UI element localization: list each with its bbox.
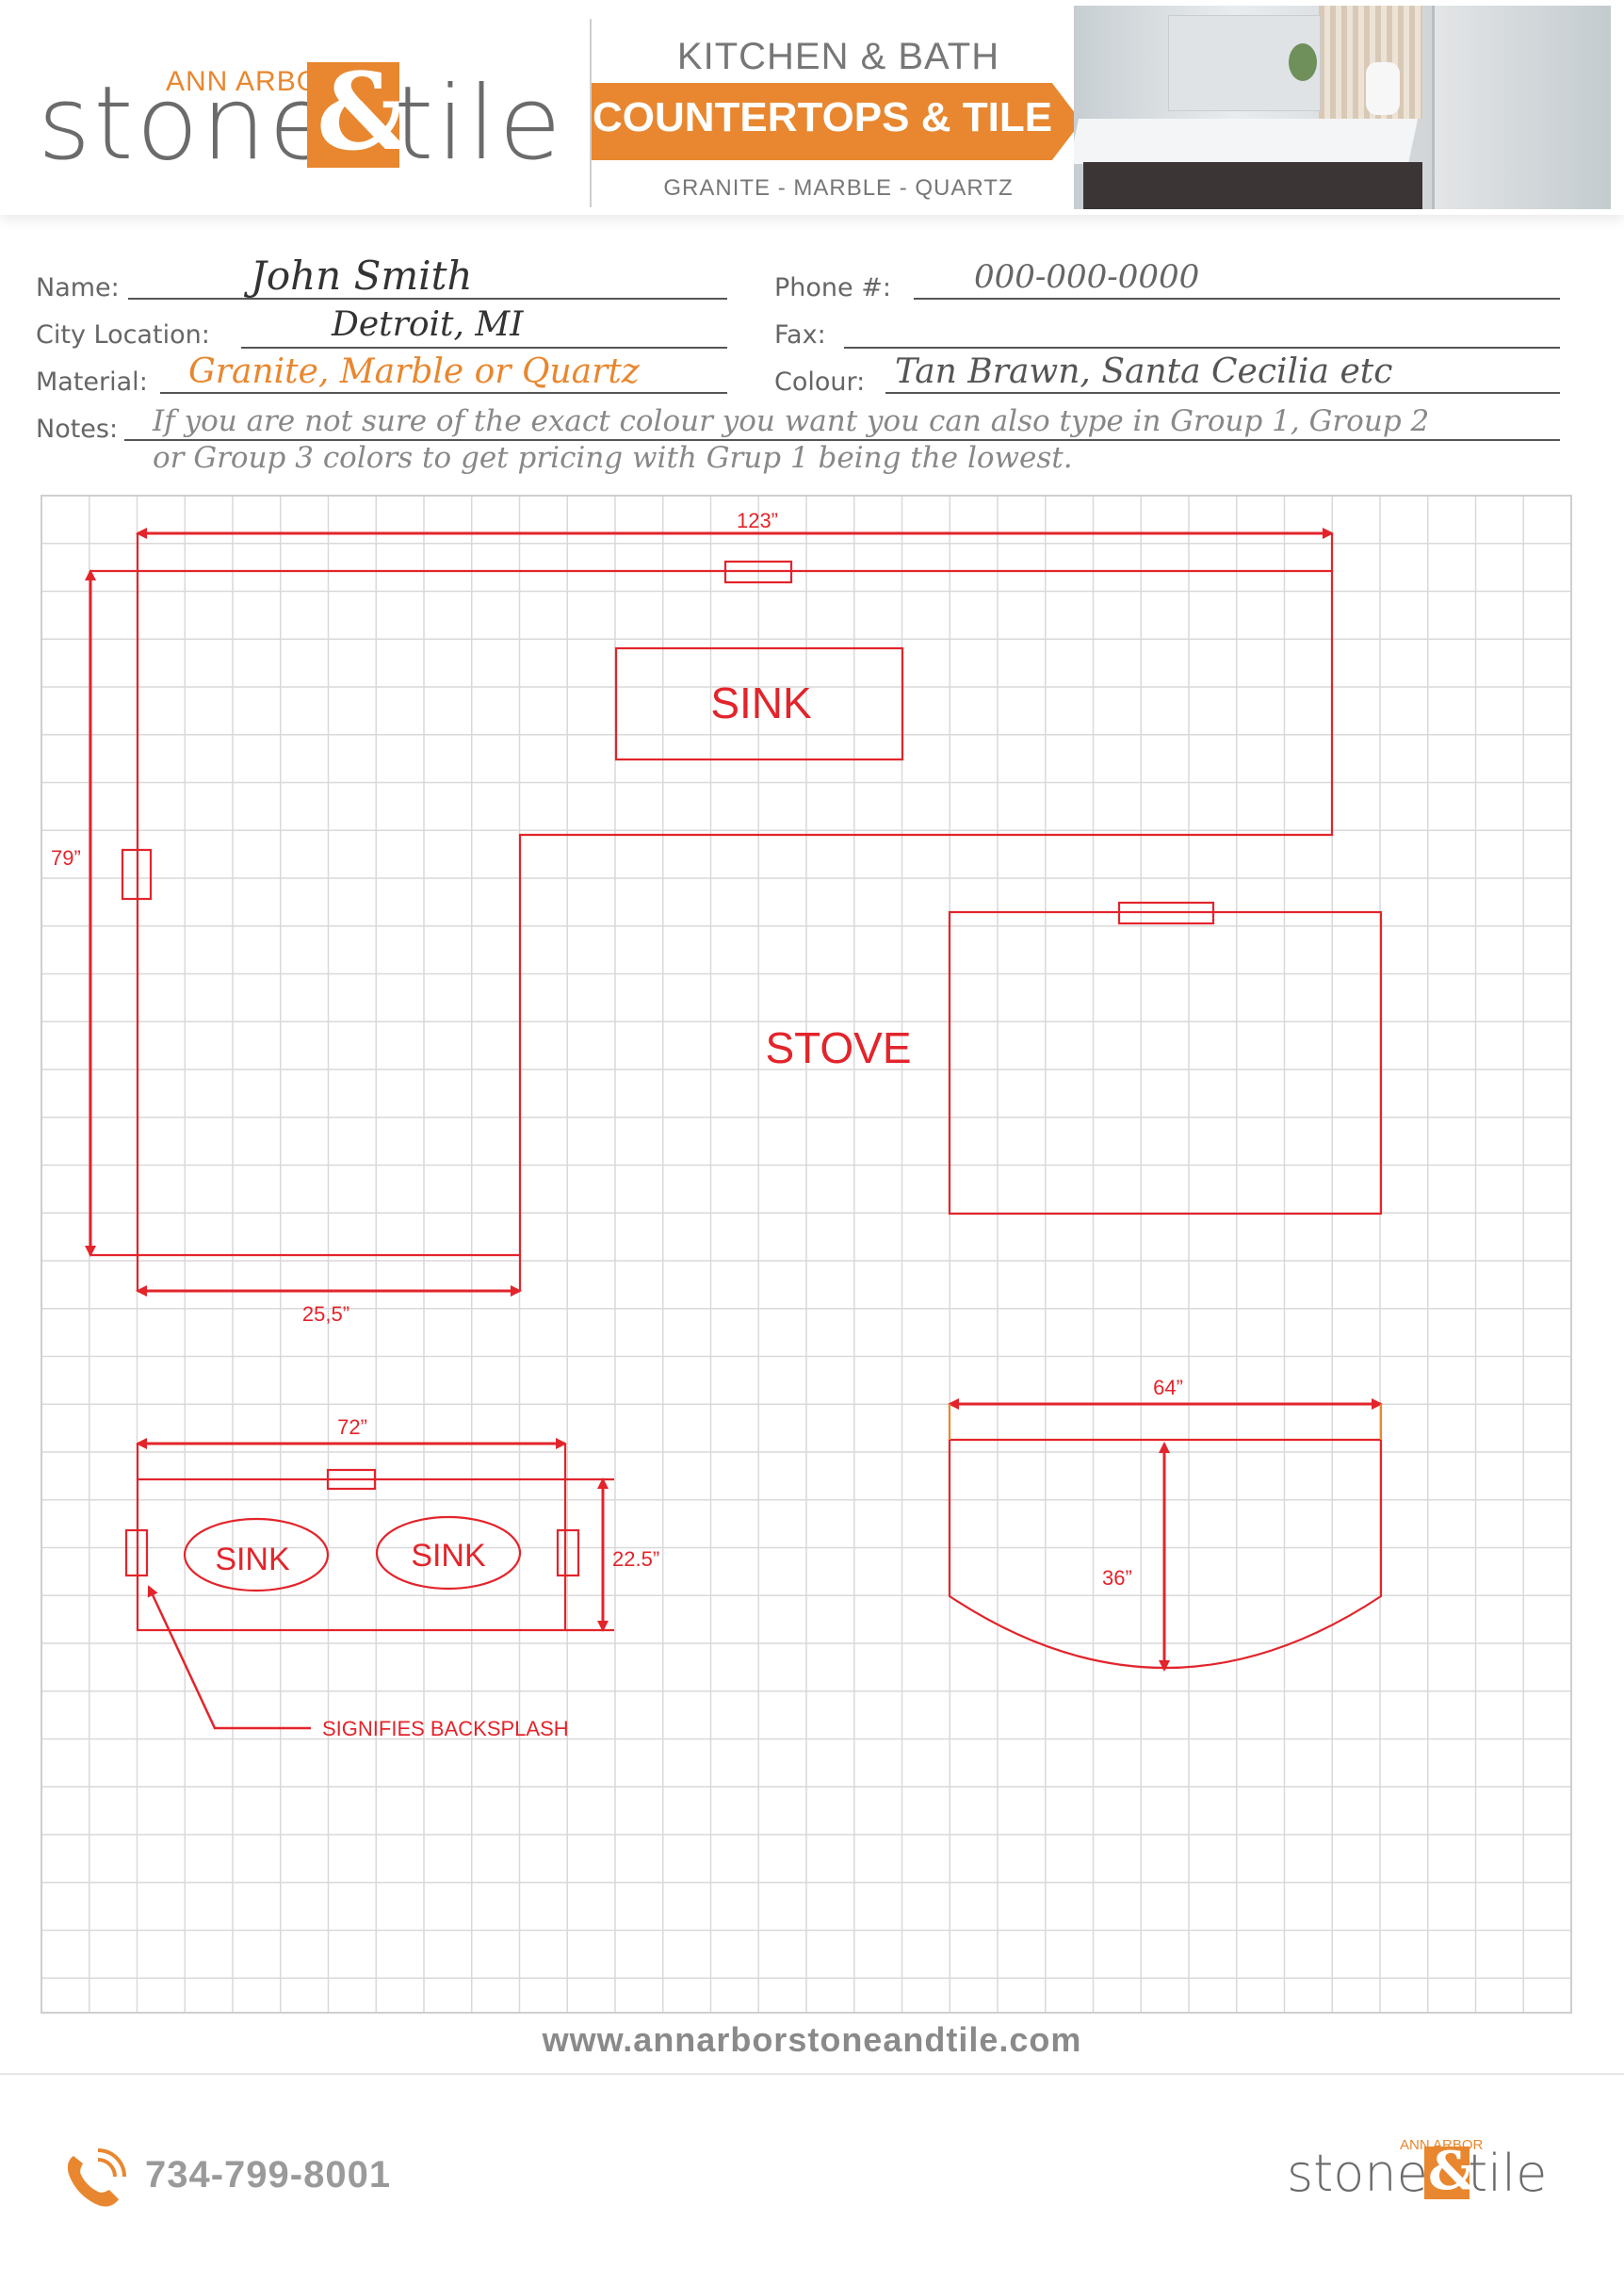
- backsplash-marker: [121, 848, 153, 901]
- page-header: ANN ARBOR stone & tile KITCHEN & BATH CO…: [0, 0, 1624, 215]
- notes-line-2: or Group 3 colors to get pricing with Gr…: [153, 441, 1073, 475]
- backsplash-marker: [326, 1468, 377, 1491]
- vanity-sink-1-label: SINK: [215, 1542, 290, 1577]
- material-field-line[interactable]: [160, 392, 727, 394]
- stove-box: [948, 910, 1383, 1216]
- sink-box: [614, 646, 904, 761]
- phone-icon: [67, 2148, 126, 2207]
- footer-logo-amp: &: [1428, 2140, 1476, 2202]
- header-banner-text: COUNTERTOPS & TILE: [592, 94, 1053, 140]
- photo-shower-glass: [1432, 6, 1611, 209]
- footer-logo-stone: stone: [1287, 2144, 1428, 2203]
- logo-stone: stone: [38, 65, 334, 183]
- header-banner-band: [592, 83, 1081, 160]
- logo-tile: tile: [394, 65, 564, 183]
- phone-label: Phone #:: [774, 273, 891, 302]
- header-title: KITCHEN & BATH: [676, 36, 1000, 77]
- grid-border: [41, 495, 1572, 2014]
- height-dimension-label: 79”: [51, 846, 81, 870]
- logo-amp: &: [317, 51, 413, 174]
- footer-logo-tile: tile: [1468, 2144, 1548, 2203]
- photo-toilet: [1366, 62, 1400, 115]
- name-field-line[interactable]: [128, 298, 727, 300]
- stove-drawing: [948, 901, 1383, 1216]
- backsplash-note: SIGNIFIES BACKSPLASH: [322, 1717, 569, 1740]
- backsplash-marker: [1117, 901, 1215, 925]
- vanity-width-label: 72”: [337, 1415, 367, 1439]
- phone-field-line[interactable]: [914, 298, 1560, 300]
- header-subtitle: GRANITE - MARBLE - QUARTZ: [663, 175, 1014, 201]
- l-shape-drawing: [85, 528, 1334, 1297]
- notes-value[interactable]: If you are not sure of the exact colour …: [153, 403, 1566, 477]
- graph-grid: [41, 495, 1572, 2013]
- notes-line-1: If you are not sure of the exact colour …: [153, 404, 1430, 438]
- stove-label: STOVE: [765, 1023, 911, 1072]
- photo-plant: [1289, 43, 1317, 81]
- city-label: City Location:: [36, 320, 210, 350]
- vanity-sink-2-label: SINK: [411, 1538, 486, 1574]
- half-round-outline: [948, 1438, 1383, 1669]
- notes-label: Notes:: [36, 415, 119, 444]
- width-dimension-label: 123”: [737, 509, 778, 532]
- sink-label: SINK: [710, 678, 812, 727]
- footer-logo: ANN ARBOR stone & tile: [1283, 2133, 1566, 2218]
- vanity-depth-label: 22.5”: [612, 1547, 659, 1571]
- fax-label: Fax:: [774, 320, 826, 350]
- fax-field-line[interactable]: [844, 347, 1560, 349]
- vanity-sink-2: [375, 1515, 522, 1591]
- leg-dimension-label: 25,5”: [302, 1302, 349, 1326]
- bathroom-photo: [1074, 6, 1611, 209]
- material-label: Material:: [36, 367, 148, 397]
- backsplash-marker: [124, 1528, 149, 1577]
- vanity-drawing: [124, 1438, 614, 1730]
- backsplash-marker: [723, 560, 793, 584]
- colour-value[interactable]: Tan Brawn, Santa Cecilia etc: [895, 352, 1393, 391]
- city-field-line[interactable]: [241, 347, 727, 349]
- footer-phone[interactable]: 734-799-8001: [145, 2154, 392, 2196]
- backsplash-marker: [556, 1528, 580, 1577]
- backsplash-callout-arrow: [147, 1585, 311, 1730]
- photo-cabinet: [1083, 162, 1422, 209]
- name-label: Name:: [36, 273, 120, 302]
- header-divider: [590, 19, 592, 207]
- half-round-drawing: [948, 1398, 1383, 1672]
- company-logo: ANN ARBOR stone & tile: [28, 38, 575, 179]
- notes-field-line[interactable]: [124, 439, 1560, 441]
- name-value[interactable]: John Smith: [251, 253, 473, 299]
- colour-field-line[interactable]: [885, 392, 1560, 394]
- colour-label: Colour:: [774, 367, 866, 397]
- city-value[interactable]: Detroit, MI: [332, 305, 524, 344]
- vanity-sink-1: [183, 1517, 330, 1592]
- half-round-width-label: 64”: [1153, 1376, 1183, 1399]
- logo-amp-box: [307, 62, 399, 168]
- footer-logo-amp-box: [1424, 2147, 1470, 2199]
- vanity-outline: [136, 1477, 567, 1632]
- half-round-depth-label: 36”: [1102, 1566, 1132, 1590]
- footer-divider: [0, 2073, 1624, 2075]
- phone-value[interactable]: 000-000-0000: [974, 258, 1200, 296]
- footer-website[interactable]: www.annarborstoneandtile.com: [542, 2020, 1082, 2059]
- material-value[interactable]: Granite, Marble or Quartz: [188, 352, 640, 391]
